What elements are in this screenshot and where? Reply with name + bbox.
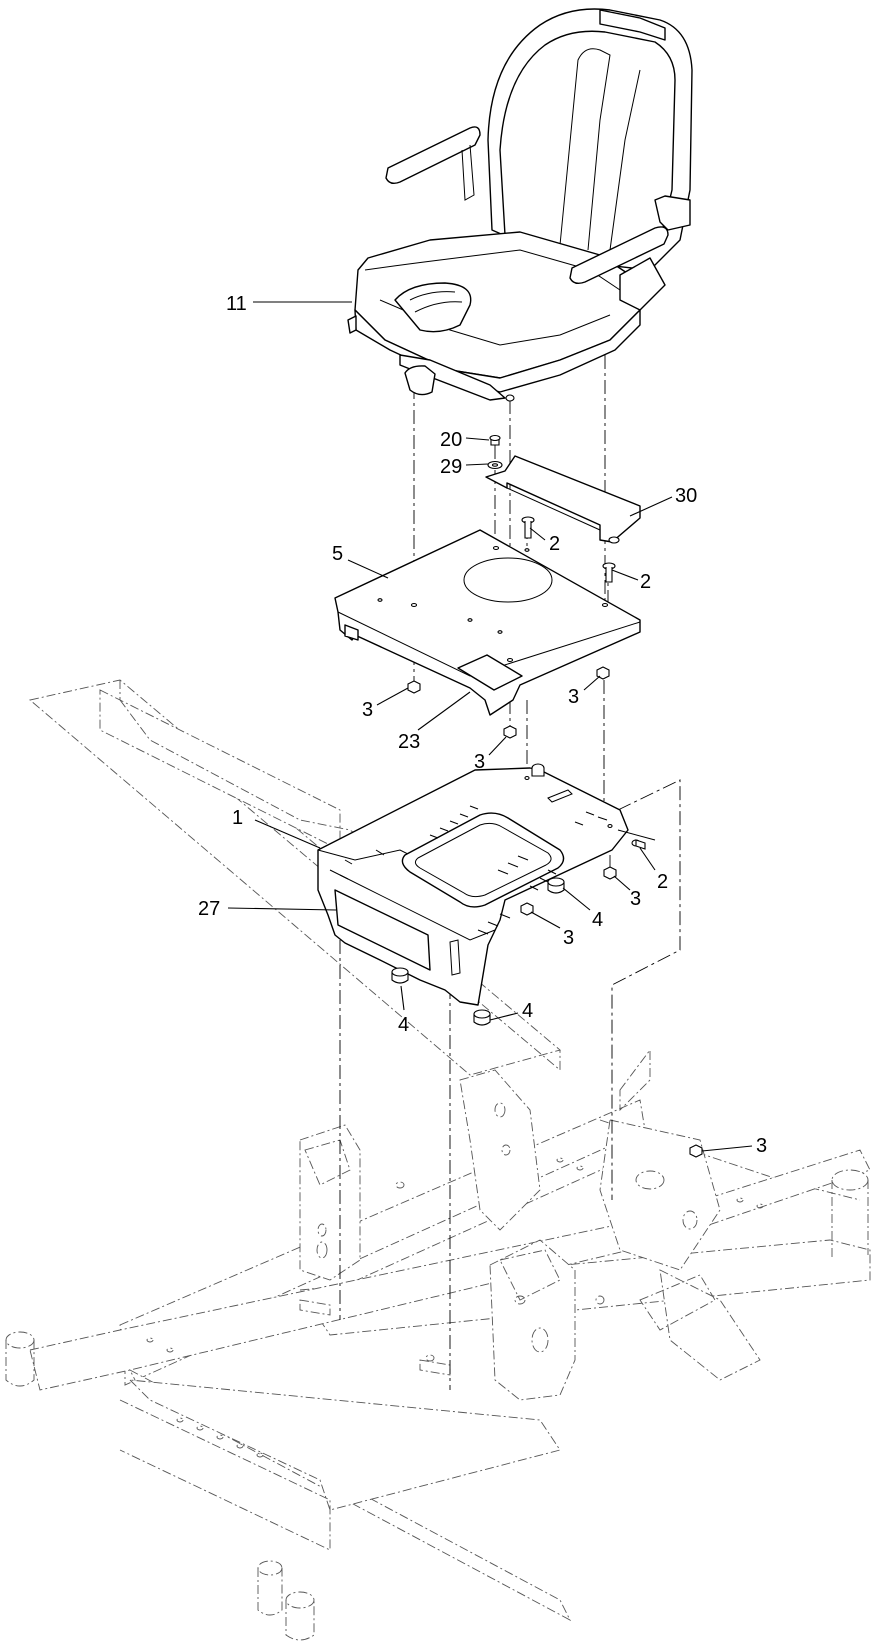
bracket-30 [485,455,641,544]
pins-2-upper [521,516,616,583]
callout-23: 23 [398,731,420,753]
pin-2-lower [617,829,656,850]
callout-4-bottom: 4 [522,1000,533,1022]
callout-3-plate-left: 3 [362,699,373,721]
callout-2-lower: 2 [657,871,668,893]
callout-29: 29 [440,456,462,478]
callout-3-plate-center: 3 [474,751,485,773]
leader-lines [227,301,753,1152]
callout-4-right: 4 [592,909,603,931]
callout-3-plate-right: 3 [568,686,579,708]
seat-mount-bracket-1 [317,763,629,1006]
callout-11: 11 [226,293,247,315]
callout-30: 30 [675,485,697,507]
rubber-bumpers-4 [391,877,565,1026]
callout-3-bracket-right: 3 [630,888,641,910]
nuts-3-plate [407,666,610,739]
callout-3-bracket-center: 3 [563,927,574,949]
alignment-centerlines [339,355,681,1390]
bolt-20-washer-29 [487,434,503,470]
callout-3-frame: 3 [756,1135,767,1157]
callout-4-left: 4 [398,1014,409,1036]
callout-27: 27 [198,898,220,920]
callout-1: 1 [232,807,243,829]
callout-20: 20 [440,429,462,451]
callout-2-upper-right: 2 [640,571,651,593]
seat-plate-5 [334,529,641,716]
callout-labels: 11 20 29 30 2 2 5 3 3 23 3 1 2 3 27 4 3 … [198,293,767,1157]
callout-5: 5 [332,543,343,565]
seat-assembly-11 [347,8,693,402]
nuts-3-bracket [520,866,703,1158]
callout-2-upper-left: 2 [549,533,560,555]
